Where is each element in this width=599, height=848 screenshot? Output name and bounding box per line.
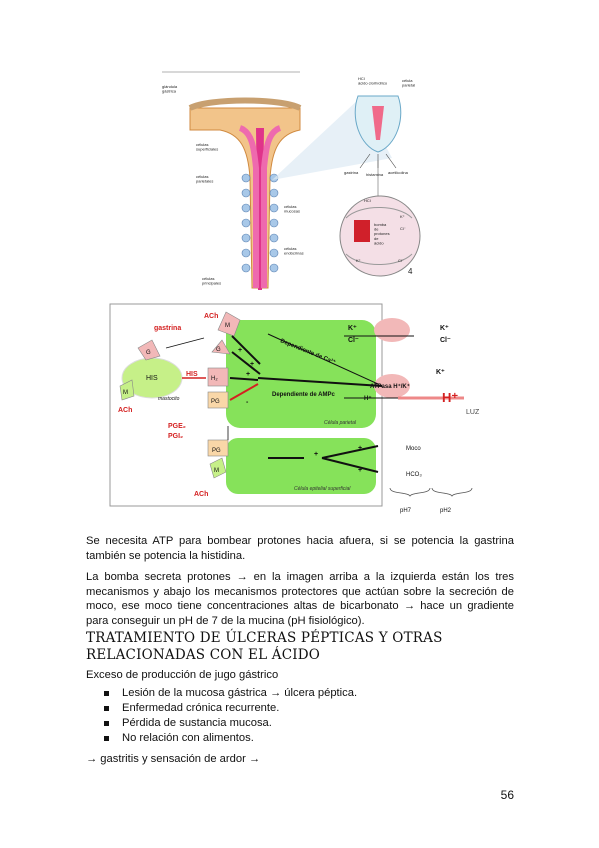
label-k-out2: K⁺ bbox=[436, 369, 445, 376]
label-k-small: K⁺ bbox=[356, 258, 361, 263]
label-m2: M bbox=[214, 468, 219, 474]
label-ph7: pH7 bbox=[400, 508, 412, 514]
label-luz: LUZ bbox=[466, 409, 480, 416]
label-pge2: PGE₂ bbox=[168, 423, 186, 430]
paragraph-exceso: Exceso de producción de jugo gástrico bbox=[86, 669, 279, 681]
label-k-in: K⁺ bbox=[348, 325, 357, 332]
label-plus-2: + bbox=[238, 347, 242, 354]
label-plus-1: + bbox=[250, 361, 254, 368]
label-celula-epitelial: Célula epitelial superficial bbox=[294, 486, 351, 492]
label-g-mast: G bbox=[146, 350, 151, 356]
label-cl-out: Cl⁻ bbox=[440, 337, 451, 344]
parietal-cell bbox=[226, 320, 376, 428]
label-dep-ampc: Dependiente de AMPc bbox=[272, 392, 335, 398]
label-gastrina: gastrina bbox=[154, 325, 181, 332]
label-hco3: HCO₃ bbox=[406, 472, 422, 478]
label-pg: PG bbox=[211, 399, 220, 405]
label-gastrina: gastrina bbox=[344, 170, 359, 175]
label-pgi2: PGI₂ bbox=[168, 433, 183, 440]
label-his: HIS bbox=[186, 371, 198, 378]
label-ph2: pH2 bbox=[440, 508, 452, 514]
epithelial-cell bbox=[226, 438, 376, 494]
label-moco: Moco bbox=[406, 446, 421, 452]
k-cl-channel bbox=[374, 318, 410, 342]
label-ach-bottom: ACh bbox=[194, 491, 208, 498]
label-h-in: H⁺ bbox=[364, 395, 372, 402]
label-cl: Cl⁻ bbox=[400, 226, 406, 231]
label-cl-in: Cl⁻ bbox=[348, 337, 359, 344]
label-cl-small: Cl⁻ bbox=[398, 258, 404, 263]
label-minus-1: - bbox=[246, 399, 249, 406]
label-h2: H₂ bbox=[211, 376, 218, 382]
label-hcl-small: HCl bbox=[364, 198, 371, 203]
label-m: M bbox=[225, 323, 230, 329]
label-ach-top: ACh bbox=[204, 313, 218, 320]
label-mastocito: mastocito bbox=[158, 396, 180, 402]
label-h-out: H⁺ bbox=[442, 390, 458, 405]
paragraph-bomba: La bomba secreta protones → en la imagen… bbox=[86, 571, 514, 627]
atpase-pump bbox=[374, 374, 410, 398]
list-item: Enfermedad crónica recurrente. bbox=[100, 701, 357, 716]
label-acetilcolina: acetilcolina bbox=[388, 170, 409, 175]
label-k: K⁺ bbox=[400, 214, 405, 219]
list-item: Lesión de la mucosa gástrica → úlcera pé… bbox=[100, 686, 357, 701]
label-g-par: G bbox=[216, 347, 221, 353]
paragraph-atp: Se necesita ATP para bombear protones ha… bbox=[86, 535, 514, 562]
label-celula-parietal: Célula parietal bbox=[324, 420, 357, 426]
section-heading: Tratamiento de úlceras pépticas y otras … bbox=[86, 630, 443, 663]
label-m-lower: M bbox=[123, 390, 128, 396]
paragraph-gastritis: → gastritis y sensación de ardor → bbox=[86, 753, 261, 765]
label-histamina: histamina bbox=[366, 172, 384, 177]
page-number: 56 bbox=[500, 788, 514, 802]
label-plus-5: + bbox=[358, 445, 362, 452]
label-atpasa: ATPasa H⁺/K⁺ bbox=[370, 383, 410, 390]
list-item: No relación con alimentos. bbox=[100, 731, 357, 746]
bullet-list: Lesión de la mucosa gástrica → úlcera pé… bbox=[100, 686, 357, 746]
label-plus-4: + bbox=[314, 451, 318, 458]
label-pg2: PG bbox=[212, 448, 221, 454]
label-num4: 4 bbox=[408, 267, 413, 276]
label-ach-left: ACh bbox=[118, 407, 132, 414]
label-k-out: K⁺ bbox=[440, 325, 449, 332]
label-plus-6: + bbox=[358, 467, 362, 474]
label-his-inner: HIS bbox=[146, 375, 158, 382]
label-plus-3: + bbox=[246, 371, 250, 378]
list-item: Pérdida de sustancia mucosa. bbox=[100, 716, 357, 731]
acid-secretion-mechanism-diagram: ACh gastrina M G G HIS HIS H₂ PG M masto… bbox=[109, 303, 480, 514]
